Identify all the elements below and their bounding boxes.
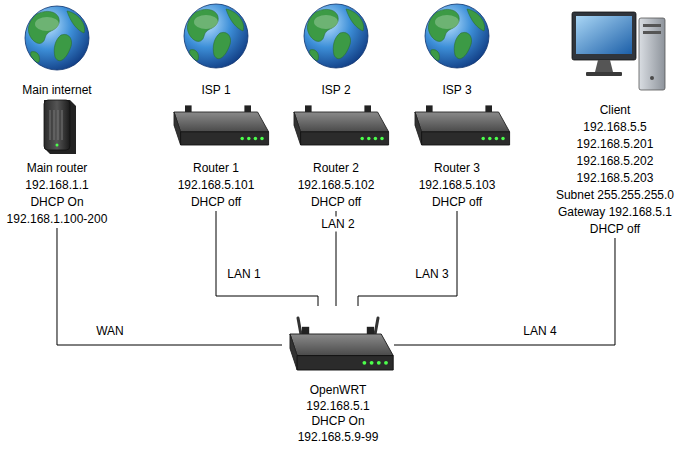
- port-label: LAN 1: [224, 267, 263, 282]
- isp-router: Router 3192.168.5.103DHCP off: [409, 106, 505, 211]
- node-text: 192.168.5.202: [556, 153, 674, 170]
- network-cable: [216, 211, 318, 306]
- isp-router: Router 1192.168.5.101DHCP off: [168, 106, 264, 211]
- node-text: OpenWRT: [282, 383, 394, 399]
- node-text: Router 2: [288, 160, 384, 177]
- node-text: 192.168.5.9-99: [282, 430, 394, 446]
- computer-icon: [572, 12, 665, 90]
- node-text: ISP 1: [181, 82, 251, 99]
- node-text: ISP 3: [422, 82, 492, 99]
- node-text: Gateway 192.168.5.1: [556, 204, 674, 221]
- client-computer: Client192.168.5.5192.168.5.201192.168.5.…: [556, 8, 674, 238]
- node-text: 192.168.5.103: [409, 177, 505, 194]
- node-text: 192.168.1.1: [7, 177, 108, 194]
- node-text: DHCP off: [409, 194, 505, 211]
- node-text: 192.168.5.102: [288, 177, 384, 194]
- node-text: Main router: [7, 160, 108, 177]
- modem-icon: [44, 100, 76, 154]
- node-text: 192.168.5.101: [168, 177, 264, 194]
- network-cable: [358, 211, 457, 306]
- node-text: 192.168.5.1: [282, 399, 394, 415]
- isp-globe: ISP 2: [301, 4, 371, 99]
- isp-globe: ISP 3: [422, 4, 492, 99]
- node-text: 192.168.5.201: [556, 136, 674, 153]
- node-text: DHCP off: [168, 194, 264, 211]
- node-text: Main internet: [22, 82, 92, 99]
- internet-globe: Main internet: [22, 4, 92, 99]
- openwrt-router: OpenWRT192.168.5.1DHCP On192.168.5.9-99: [282, 306, 394, 445]
- port-label: LAN 4: [520, 324, 559, 339]
- node-text: 192.168.1.100-200: [7, 211, 108, 228]
- port-label: LAN 3: [412, 267, 451, 282]
- node-text: DHCP off: [556, 221, 674, 238]
- node-text: DHCP On: [282, 414, 394, 430]
- network-cable: [394, 238, 615, 345]
- node-text: Client: [556, 102, 674, 119]
- node-text: 192.168.5.5: [556, 119, 674, 136]
- node-text: Router 1: [168, 160, 264, 177]
- port-label: WAN: [93, 324, 127, 339]
- node-text: DHCP off: [288, 194, 384, 211]
- node-text: DHCP On: [7, 194, 108, 211]
- modem-router: Main router192.168.1.1DHCP On192.168.1.1…: [7, 98, 108, 228]
- wifi-router-icon: [290, 318, 393, 370]
- node-text: ISP 2: [301, 82, 371, 99]
- port-label: LAN 2: [318, 217, 357, 232]
- node-text: Router 3: [409, 160, 505, 177]
- node-text: 192.168.5.203: [556, 170, 674, 187]
- isp-globe: ISP 1: [181, 4, 251, 99]
- isp-router: Router 2192.168.5.102DHCP off: [288, 106, 384, 211]
- network-cable: [57, 228, 282, 345]
- node-text: Subnet 255.255.255.0: [556, 187, 674, 204]
